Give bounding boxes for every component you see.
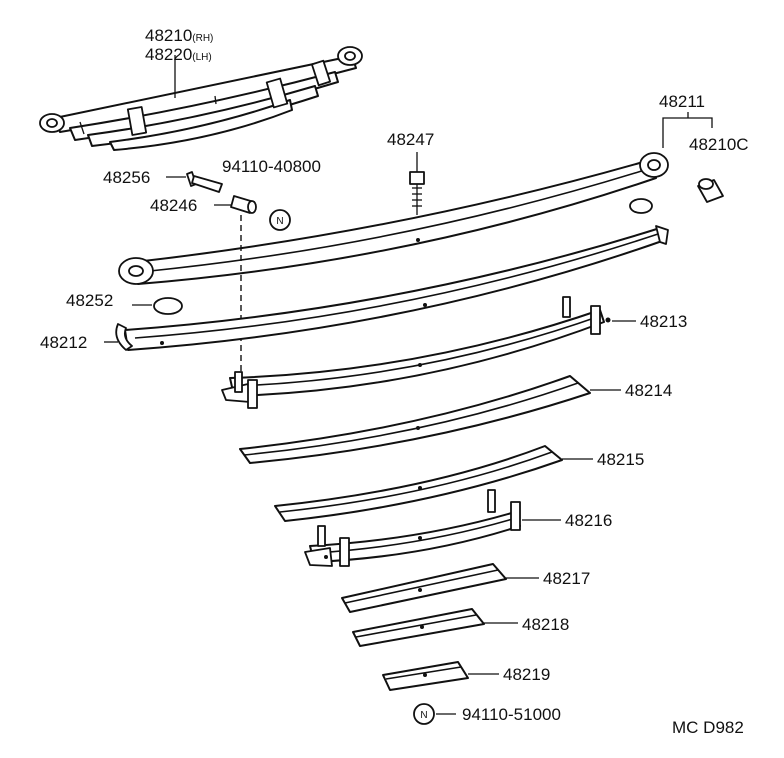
n-marker-bottom-text: N: [420, 710, 427, 721]
leaf-48214: [239, 375, 591, 464]
label-center-bolt: 48247: [387, 130, 434, 149]
label-clip-no2: 48213: [640, 312, 687, 331]
label-assembly-rh: 48210(RH): [145, 26, 213, 45]
n-marker-text: N: [276, 216, 283, 227]
bolt-part: [186, 171, 223, 193]
label-leaf-48214: 48214: [625, 381, 672, 400]
label-nut-code-bottom: 94110-51000: [462, 705, 561, 724]
label-spacer: 48246: [150, 196, 197, 215]
label-nut-code: 94110-40800: [222, 157, 321, 176]
label-bolt: 48256: [103, 168, 150, 187]
label-leaf-no1: 48211: [659, 92, 705, 111]
label-leaf-48217: 48217: [543, 569, 590, 588]
label-silencer: 48252: [66, 291, 113, 310]
label-leaf-48215: 48215: [597, 450, 644, 469]
label-leaf-48218: 48218: [522, 615, 569, 634]
leaf-no1: [118, 152, 669, 285]
center-bolt-part: [409, 171, 425, 215]
leaf-48217: [341, 563, 507, 613]
label-leaf-48219: 48219: [503, 665, 550, 684]
leaf-spring-assembly-illustration: [39, 46, 363, 151]
n-marker-bottom-icon: [413, 703, 435, 725]
label-bushing: 48210C: [689, 135, 749, 154]
leaf-48218: [352, 608, 485, 647]
bushing-part: [697, 178, 724, 203]
leaf-48219: [382, 661, 469, 691]
silencer-right: [629, 198, 653, 214]
n-marker-icon: [269, 209, 291, 231]
leaf-no2: [115, 225, 669, 351]
leaf-48215: [274, 445, 563, 522]
silencer-part: [153, 297, 183, 315]
label-assembly-lh: 48220(LH): [145, 45, 212, 64]
leaf-48216-with-clips: [304, 489, 521, 567]
spacer-part: [230, 195, 257, 214]
label-clip-no1: 48212: [40, 333, 87, 352]
leader-leaf-no1: [662, 112, 713, 148]
leaf-no3-with-clips: [221, 296, 611, 409]
figure-code: MC D982: [672, 718, 744, 737]
label-leaf-48216: 48216: [565, 511, 612, 530]
